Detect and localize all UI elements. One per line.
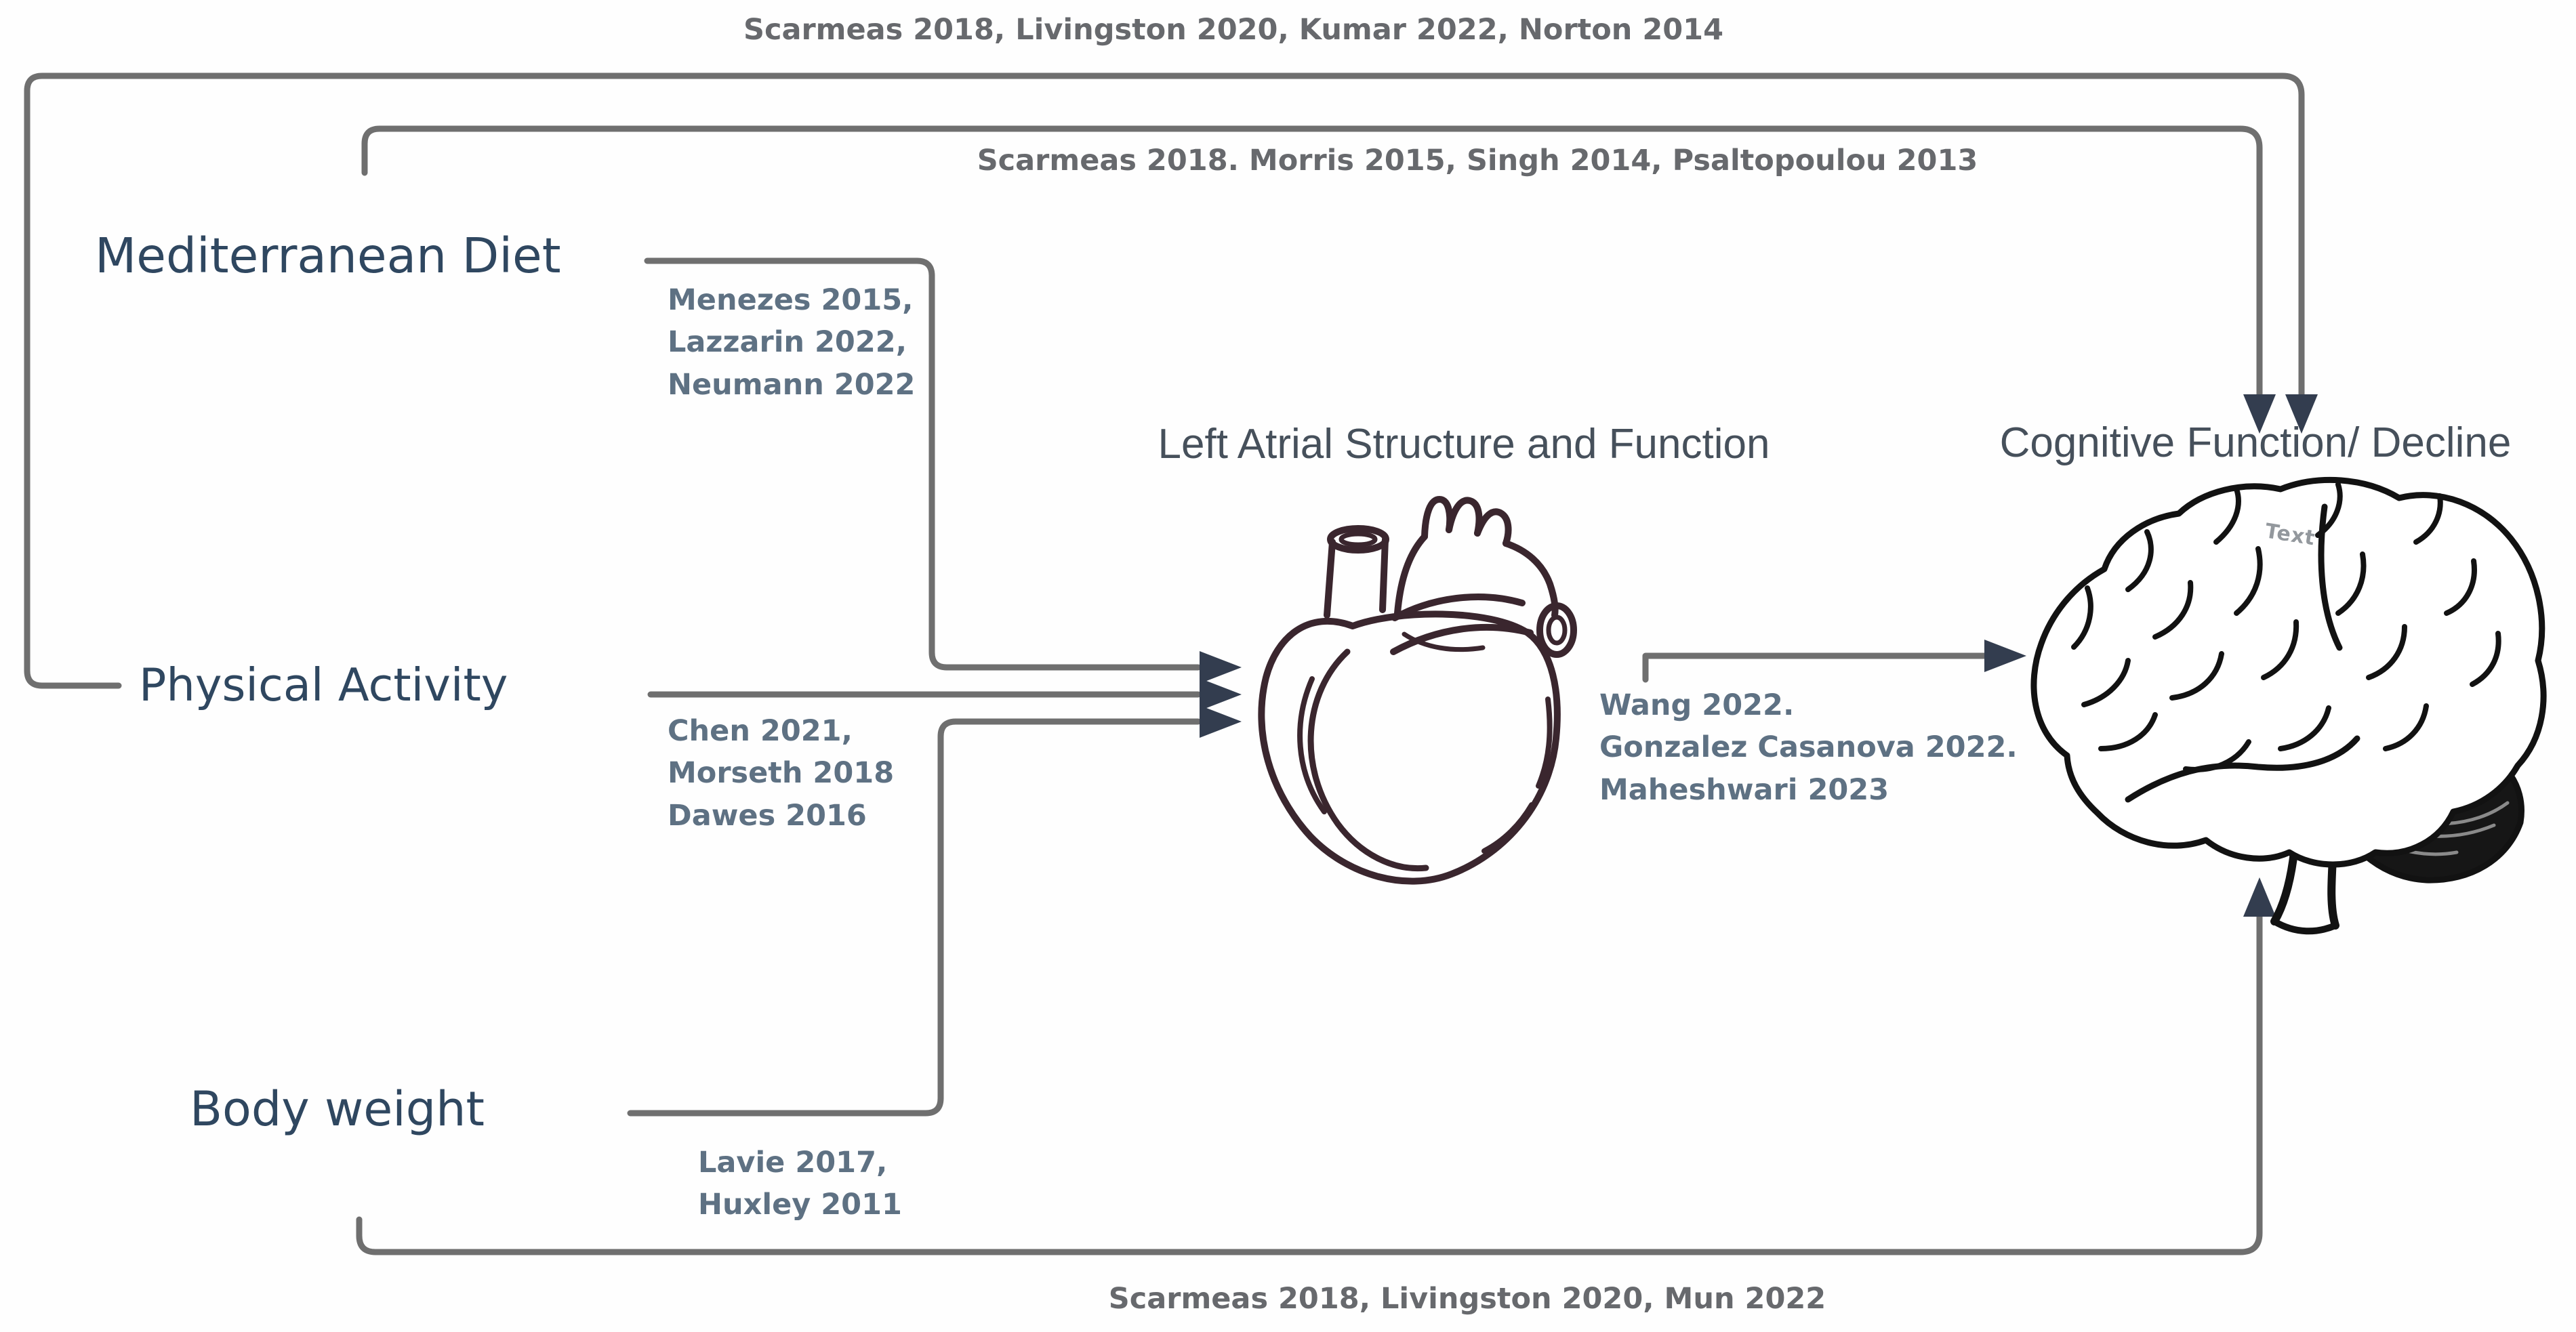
anatomical-heart-icon: [1258, 496, 1577, 885]
brain-icon: [2030, 476, 2547, 935]
title-cognitive: Cognitive Function/ Decline: [1999, 419, 2512, 466]
node-physical-activity: Physical Activity: [139, 659, 508, 711]
arrowheads: [1200, 394, 2318, 917]
citation-line: Morseth 2018: [668, 756, 895, 791]
citation-line: Menezes 2015,: [668, 283, 914, 317]
citation-top-inner: Scarmeas 2018. Morris 2015, Singh 2014, …: [977, 144, 1978, 178]
edge-bw-to-heart: [627, 718, 1202, 1117]
edge-med-to-cognitive: [361, 125, 2263, 400]
citation-med-to-heart: Menezes 2015, Lazzarin 2022, Neumann 202…: [668, 279, 916, 406]
citation-line: Maheshwari 2023: [1599, 772, 1889, 807]
citation-top-outer: Scarmeas 2018, Livingston 2020, Kumar 20…: [743, 13, 1724, 47]
node-body-weight: Body weight: [190, 1081, 485, 1137]
citation-line: Huxley 2011: [698, 1188, 902, 1222]
citation-heart-to-brain: Wang 2022. Gonzalez Casanova 2022. Mahes…: [1599, 684, 2018, 811]
citation-line: Wang 2022.: [1599, 688, 1795, 722]
node-mediterranean-diet: Mediterranean Diet: [95, 228, 561, 284]
edge-med-to-heart: [644, 257, 1202, 671]
edge-bw-to-cognitive: [356, 913, 2263, 1255]
citation-line: Neumann 2022: [668, 367, 916, 402]
citation-bottom: Scarmeas 2018, Livingston 2020, Mun 2022: [1108, 1282, 1826, 1316]
citation-line: Dawes 2016: [668, 798, 867, 833]
edge-pa-to-cognitive: [24, 72, 2305, 689]
title-left-atrial: Left Atrial Structure and Function: [1158, 421, 1770, 467]
citation-pa-to-heart: Chen 2021, Morseth 2018 Dawes 2016: [668, 710, 894, 837]
citation-line: Lazzarin 2022,: [668, 325, 907, 360]
citation-bw-to-heart: Lavie 2017, Huxley 2011: [698, 1142, 902, 1226]
citation-line: Lavie 2017,: [698, 1146, 888, 1180]
citation-line: Gonzalez Casanova 2022.: [1599, 730, 2018, 765]
citation-line: Chen 2021,: [668, 714, 853, 748]
edge-heart-to-brain: [1642, 652, 1989, 683]
